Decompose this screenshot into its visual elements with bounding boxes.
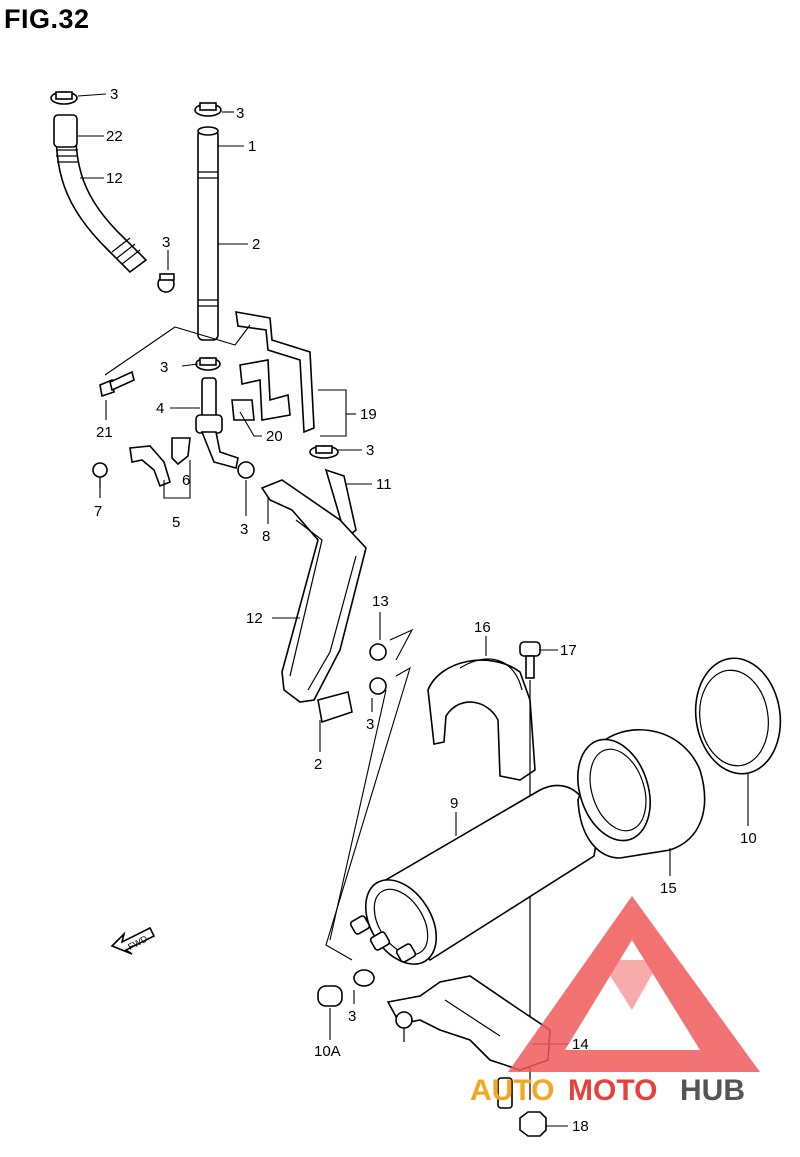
callout-10a: 10A [314,1043,341,1060]
callout-3: 3 [236,105,244,122]
callout-21: 21 [96,424,113,441]
callout-4: 4 [156,400,164,417]
callout-2: 2 [252,236,260,253]
callout-17: 17 [560,642,577,659]
callout-15: 15 [660,880,677,897]
callout-8: 8 [262,528,270,545]
clamp-3-valve-outlet [237,461,255,479]
callout-9: 9 [450,795,458,812]
callout-22: 22 [106,128,123,145]
bolt-17 [519,641,541,679]
watermark-triangle-icon [508,896,760,1072]
clamp-3-valve-top [195,357,221,371]
canister-9 [349,784,597,965]
leader-lines [77,93,749,1127]
callout-12: 12 [106,170,123,187]
valve-4 [195,377,239,469]
watermark-text-auto: AUTO [470,1074,554,1107]
nut-18 [519,1111,547,1137]
callout-14: 14 [572,1036,589,1053]
pipe-1-vertical [197,126,219,341]
callout-7: 7 [94,503,102,520]
plug-10a [317,985,343,1007]
bracket-19-20 [231,311,315,434]
callout-10: 10 [740,830,757,847]
bracket-16 [427,658,536,781]
clamp-3-mid-left [157,273,175,293]
callout-3: 3 [348,1008,356,1025]
callout-1: 1 [248,138,256,155]
cover-15 [577,729,706,859]
hose-22-assembly [53,114,148,274]
callout-3: 3 [162,234,170,251]
callout-3: 3 [110,86,118,103]
clamp-3-top-left [50,91,78,105]
hose-11 [324,468,357,540]
watermark-text-moto: MOTO [568,1074,657,1107]
forward-arrow-icon [110,926,156,955]
callout-2: 2 [314,756,322,773]
watermark-text-hub: HUB [680,1074,745,1107]
figure-title: FIG.32 [4,4,90,34]
clamp-3-hose-11 [309,445,339,459]
callout-3: 3 [366,716,374,733]
hose-8-12-loop [260,479,367,724]
clamp-3-bottom [353,969,375,987]
watermark-logo [508,896,760,1072]
callout-3: 3 [366,442,374,459]
callout-12: 12 [246,610,263,627]
clamp-3-lower [369,677,387,695]
clamp-13 [369,643,387,661]
callout-3: 3 [240,521,248,538]
callout-16: 16 [474,619,491,636]
callout-6: 6 [182,472,190,489]
callout-3: 3 [160,359,168,376]
bolt-lower [497,1077,513,1109]
bracket-5-6 [129,437,191,488]
callout-11: 11 [376,476,392,493]
callout-19: 19 [360,406,377,423]
bolt-21 [99,370,135,398]
callout-20: 20 [266,428,283,445]
clamp-3-top-center [194,102,222,117]
callout-labels: 3 22 12 3 1 2 3 3 4 21 19 20 3 11 6 5 7 … [94,86,757,1135]
callout-18: 18 [572,1118,589,1135]
callout-5: 5 [172,514,180,531]
callout-13: 13 [372,593,389,610]
cap-10 [694,657,782,775]
